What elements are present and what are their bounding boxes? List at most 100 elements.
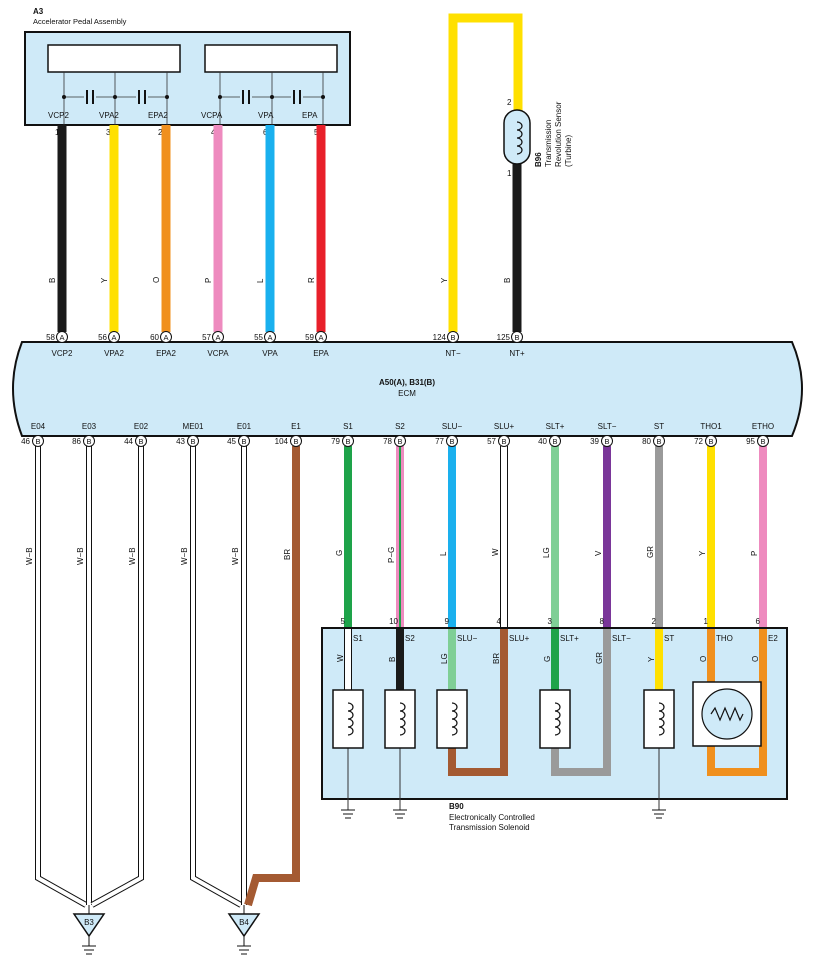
- resistor-icon: [710, 706, 744, 722]
- ecm-pin: 125: [497, 333, 511, 342]
- wire-code: BR: [283, 549, 292, 560]
- ecm-pin: 104: [275, 437, 289, 446]
- ecm-conn-letter: B: [86, 437, 91, 446]
- ecm-term: NT+: [509, 349, 525, 358]
- wire-code: V: [594, 550, 603, 556]
- ecm-conn-letter: B: [190, 437, 195, 446]
- ground-label: B3: [84, 918, 94, 927]
- ecm-conn-letter: A: [267, 333, 272, 342]
- coil-icon: [399, 702, 406, 736]
- ecm-box: [12, 341, 803, 437]
- b90-line2: Transmission Solenoid: [449, 823, 530, 832]
- wire-code: LG: [542, 547, 551, 558]
- wire-code: W−B: [76, 547, 85, 565]
- a3-wire-codes: B Y O P L R: [48, 277, 316, 283]
- ecm-pin: 43: [176, 437, 185, 446]
- ecm-bottom-terms: E04 E03 E02 ME01 E01 E1 S1 S2 SLU− SLU+ …: [31, 422, 774, 431]
- b90-term: S1: [353, 634, 363, 643]
- ecm-conn-letter: B: [656, 437, 661, 446]
- b90-term: SLU−: [457, 634, 478, 643]
- ecm-conn-letter: B: [450, 333, 455, 342]
- ecm-term: THO1: [700, 422, 722, 431]
- ground-point-icon: [227, 913, 261, 938]
- wire-code: L: [256, 278, 265, 283]
- b90-term: THO: [716, 634, 733, 643]
- b90-term: E2: [768, 634, 778, 643]
- ground-point-b3: B3: [72, 913, 106, 955]
- ecm-pin: 40: [538, 437, 547, 446]
- ecm-term: E03: [82, 422, 97, 431]
- b96-line1: Transmission: [544, 120, 553, 167]
- wire-code: W−B: [128, 547, 137, 565]
- a3-term: EPA: [302, 111, 318, 120]
- wire-code: Y: [100, 277, 109, 283]
- a3-sensor-right: [204, 44, 338, 73]
- ecm-conn-letter: B: [138, 437, 143, 446]
- ecm-name: ECM: [398, 389, 416, 398]
- wire-code: Y: [647, 656, 656, 662]
- b90-pin: 8: [600, 617, 605, 626]
- ecm-top-connectors: A A A A A A B B 58 56 60 57 55 59 124 12…: [46, 331, 525, 358]
- ecm-term: VPA: [262, 349, 278, 358]
- b90-term: SLU+: [509, 634, 530, 643]
- a3-term: EPA2: [148, 111, 168, 120]
- b96-sensor-body: [503, 109, 531, 165]
- ecm-code: A50(A), B31(B): [379, 378, 435, 387]
- ecm-conn-letter: B: [501, 437, 506, 446]
- ecm-term: E04: [31, 422, 46, 431]
- ecm-term: S1: [343, 422, 353, 431]
- coil-icon: [451, 702, 458, 736]
- ecm-term: S2: [395, 422, 405, 431]
- ecm-term: SLU−: [442, 422, 463, 431]
- ecm-term: EPA2: [156, 349, 176, 358]
- b90-code: B90: [449, 802, 464, 811]
- b90-term: S2: [405, 634, 415, 643]
- wire-code: W: [336, 654, 345, 662]
- a3-junction-dots: [62, 95, 325, 99]
- ecm-term: SLT+: [546, 422, 565, 431]
- ecm-pin: 57: [202, 333, 211, 342]
- wire-code: P−G: [387, 547, 396, 563]
- ecm-conn-letter: B: [760, 437, 765, 446]
- ground-icon: [237, 945, 251, 955]
- ecm-conn-letter: A: [59, 333, 64, 342]
- ecm-pin: 95: [746, 437, 755, 446]
- wire-code: G: [543, 656, 552, 662]
- wire-code: W: [491, 548, 500, 556]
- ground-bundle-b4: [190, 446, 300, 914]
- ground-wires: [35, 446, 300, 914]
- ecm-pin: 59: [305, 333, 314, 342]
- wire-code: GR: [646, 546, 655, 558]
- wire-code: L: [439, 551, 448, 556]
- ecm-pin: 124: [433, 333, 447, 342]
- b90-pin: 10: [389, 617, 398, 626]
- ecm-conn-letter: B: [604, 437, 609, 446]
- ecm-pin: 44: [124, 437, 133, 446]
- b90-term: SLT−: [612, 634, 631, 643]
- b90-solenoids: [332, 681, 762, 749]
- ecm-conn-letter: B: [449, 437, 454, 446]
- ecm-conn-letter: A: [318, 333, 323, 342]
- a3-term: VCPA: [201, 111, 223, 120]
- ecm-pin: 79: [331, 437, 340, 446]
- ecm-pin: 72: [694, 437, 703, 446]
- bottom-wire-codes: W−B W−B W−B W−B W−B BR G P−G L W LG V GR…: [25, 546, 759, 565]
- b90-term: ST: [664, 634, 674, 643]
- ecm-term: VCPA: [207, 349, 229, 358]
- a3-component: A3 Accelerator Pedal Assembly VCP2 VPA2 …: [24, 7, 351, 137]
- ecm-conn-letter: B: [35, 437, 40, 446]
- wire-code: Y: [440, 277, 449, 283]
- coil-icon: [554, 702, 561, 736]
- ground-bundle-b3: [35, 446, 144, 914]
- wire-code: R: [307, 277, 316, 283]
- a3-term: VPA2: [99, 111, 119, 120]
- ecm-pin: 56: [98, 333, 107, 342]
- ecm-conn-letter: B: [397, 437, 402, 446]
- b90-component: 5 10 9 4 3 8 2 1 6: [321, 617, 788, 832]
- b96-line3: (Turbine): [564, 135, 573, 167]
- b90-grounds: [341, 809, 666, 819]
- ecm-term: ME01: [183, 422, 204, 431]
- b90-line1: Electronically Controlled: [449, 813, 535, 822]
- ecm-conn-letter: B: [345, 437, 350, 446]
